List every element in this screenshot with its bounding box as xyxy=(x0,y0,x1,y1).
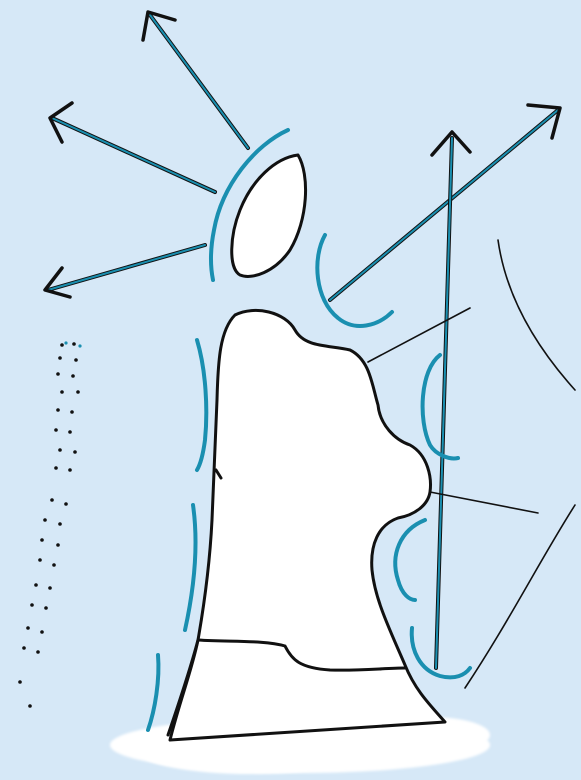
arrow-up-left-icon xyxy=(143,12,248,148)
head-oval xyxy=(232,155,306,276)
arrow-down-left-icon xyxy=(45,245,205,297)
arrow-up-right-icon xyxy=(330,105,560,300)
dot-trail xyxy=(18,342,80,708)
body-silhouette xyxy=(170,310,445,740)
arrow-left-icon xyxy=(50,103,215,192)
